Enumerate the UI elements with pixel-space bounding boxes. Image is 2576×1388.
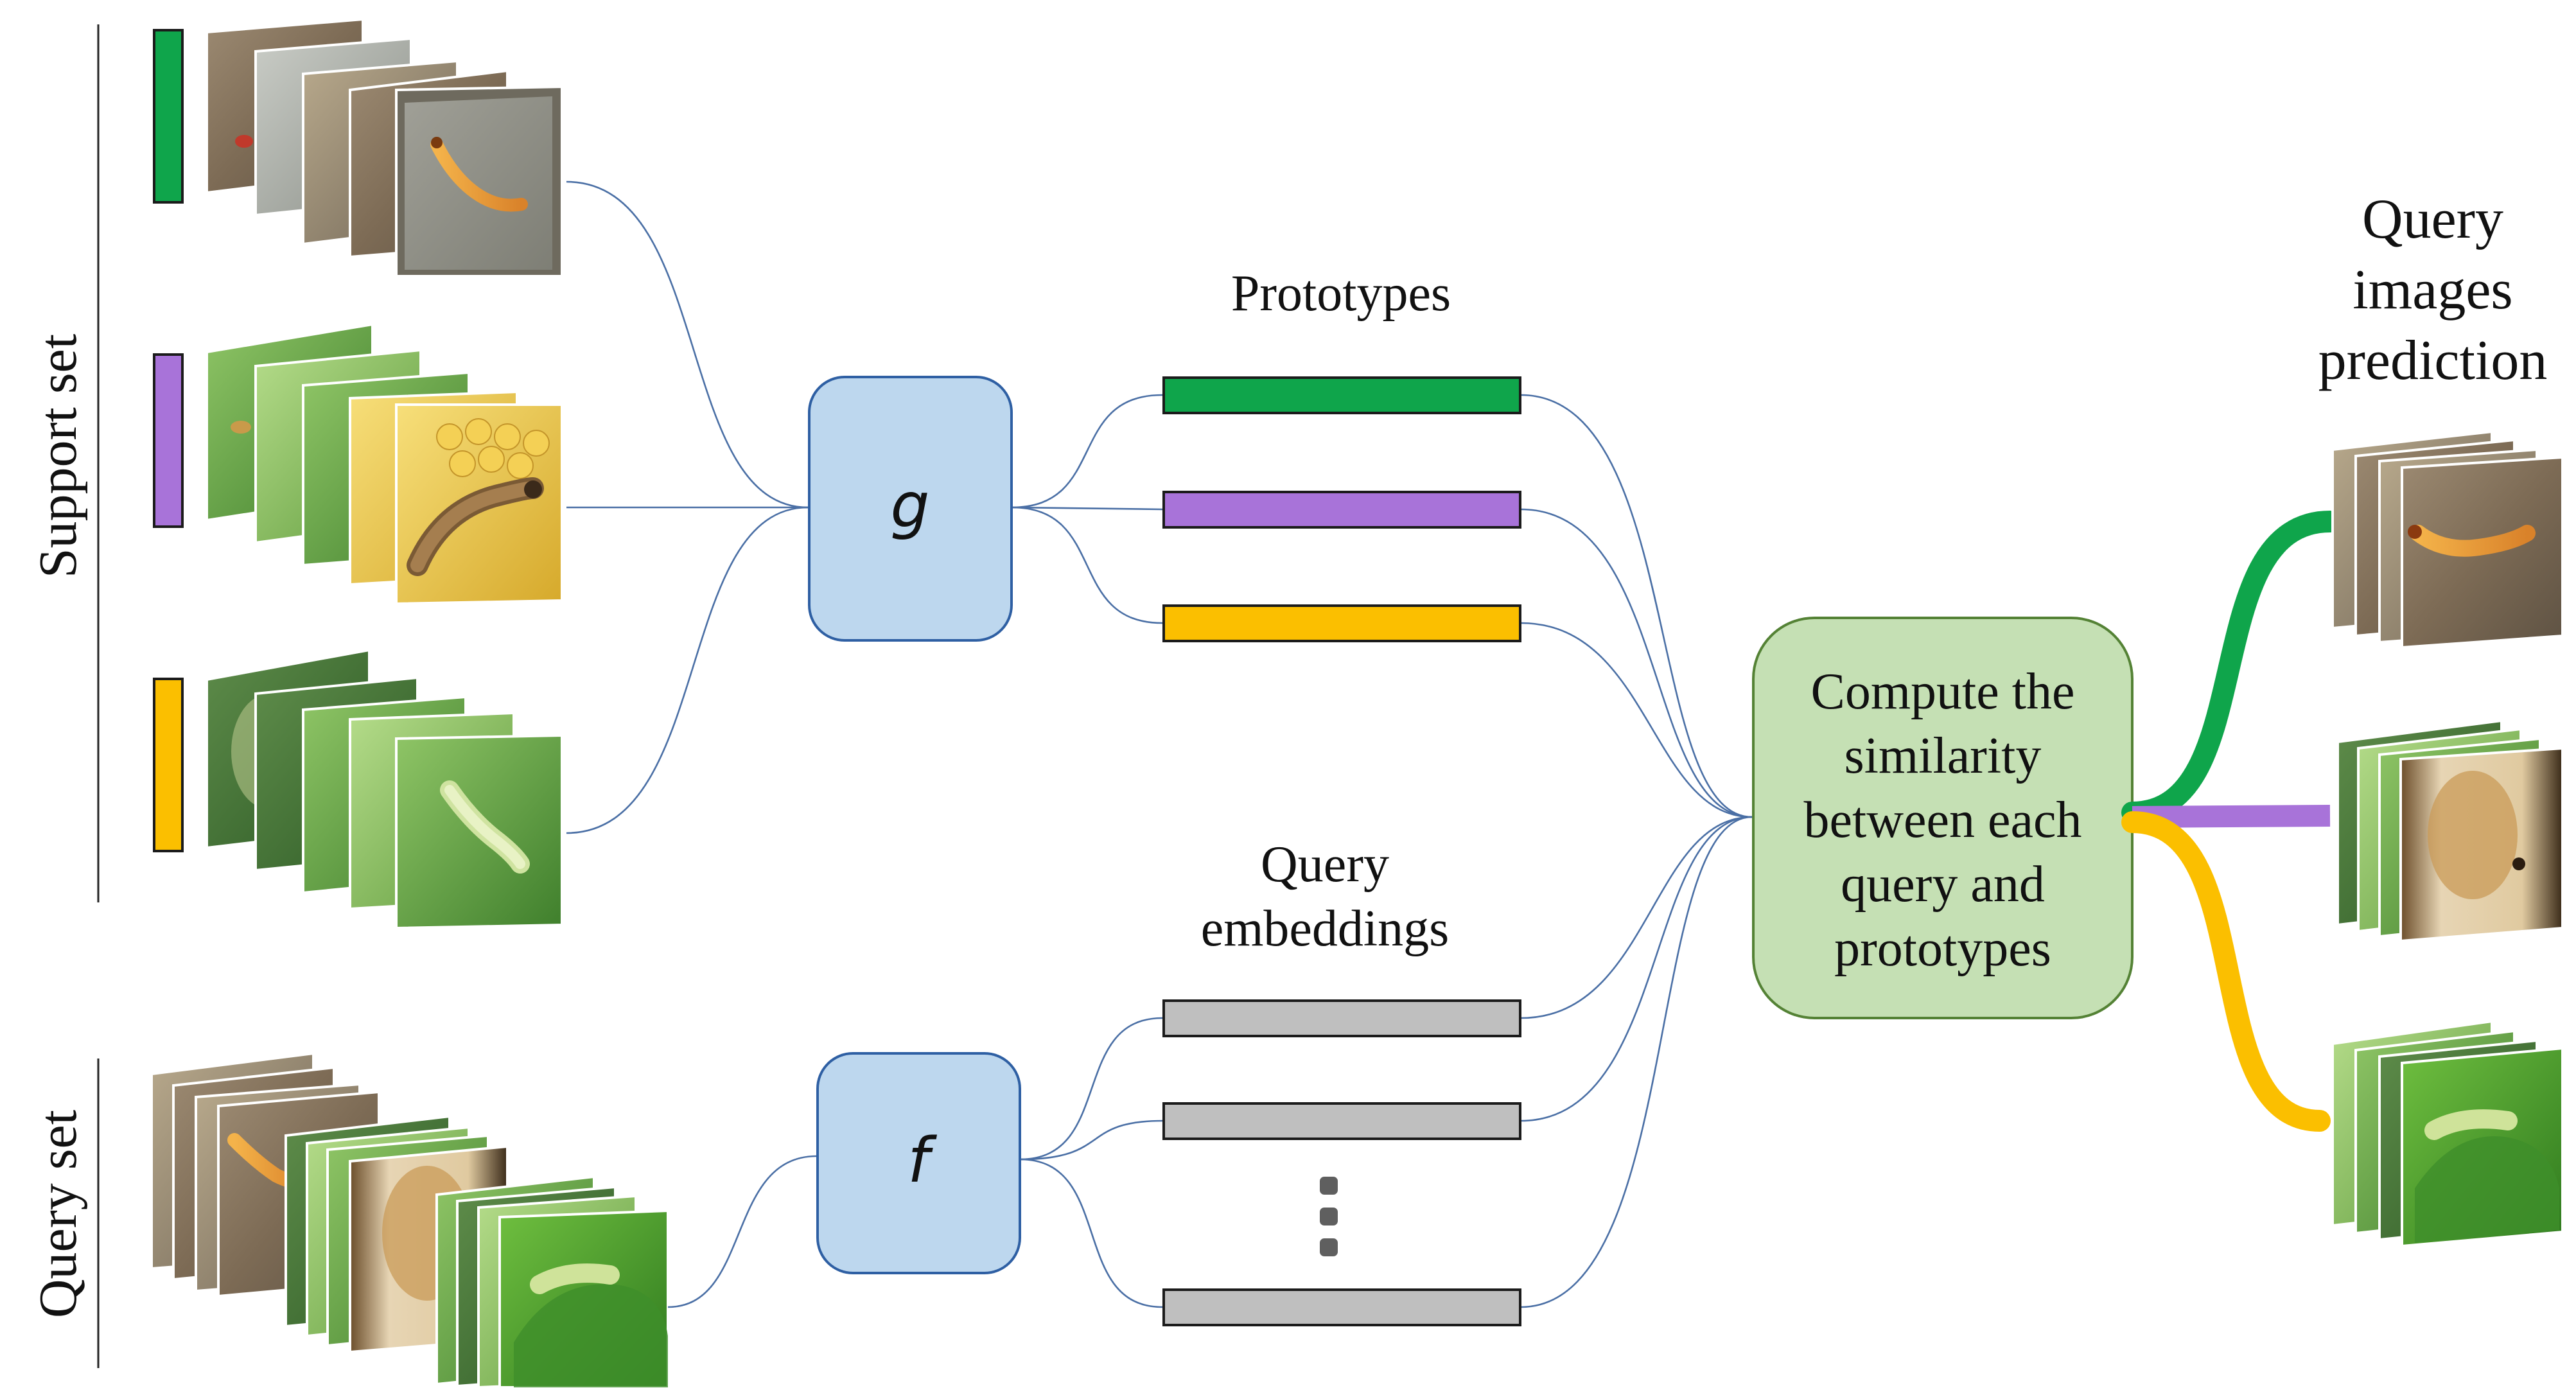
link-g-to-prototype-2 <box>1011 506 1163 511</box>
support-class-2-image-stack <box>206 322 563 606</box>
prediction-heading-line-1: Query <box>2362 188 2503 250</box>
similarity-text-line-3: between each <box>1803 792 2081 848</box>
link-g-to-prototype-3 <box>1011 506 1163 624</box>
support-class-3-bar <box>153 678 184 852</box>
ellipsis-dots <box>1320 1177 1338 1256</box>
prediction-heading-line-2: images <box>2353 259 2512 321</box>
prototype-bar-class-3 <box>1162 604 1521 642</box>
similarity-text-line-5: prototypes <box>1834 920 2051 977</box>
link-g-to-prototype-1 <box>1011 394 1163 509</box>
predicted-class-2-image-stack <box>2336 719 2564 943</box>
link-f-to-embedding-3 <box>1019 1158 1163 1308</box>
prediction-link-class-1 <box>2121 511 2341 823</box>
link-embedding-1-to-similarity <box>1520 816 1753 1019</box>
link-support-1-to-g <box>566 180 809 509</box>
prediction-heading-line-3: prediction <box>2318 329 2548 392</box>
similarity-text-line-4: query and <box>1841 856 2045 913</box>
support-class-1-image-stack <box>206 17 563 277</box>
prediction-link-class-2 <box>2132 805 2331 828</box>
link-prototype-3-to-similarity <box>1520 622 1753 818</box>
link-embedding-3-to-similarity <box>1520 816 1753 1308</box>
predicted-class-3-image-stack <box>2331 1019 2564 1248</box>
link-query-set-to-f <box>667 1155 818 1308</box>
support-class-1-bar <box>153 29 184 204</box>
link-prototype-1-to-similarity <box>1520 394 1753 818</box>
link-support-3-to-g <box>566 506 809 834</box>
link-f-to-embedding-2 <box>1019 1120 1163 1161</box>
support-class-3-image-stack <box>206 648 563 930</box>
encoder-g-label: g <box>891 470 930 541</box>
encoder-g-node: g <box>808 376 1013 642</box>
support-class-2-bar <box>153 353 184 528</box>
query-set-label: Query set <box>28 1110 88 1318</box>
similarity-text-line-2: similarity <box>1844 728 2042 784</box>
query-embedding-bar-2 <box>1162 1102 1521 1140</box>
similarity-node: Compute the similarity between each quer… <box>1752 617 2134 1019</box>
query-embedding-bar-1 <box>1162 999 1521 1037</box>
prototype-bar-class-2 <box>1162 491 1521 529</box>
query-set-image-stack <box>150 1051 669 1388</box>
link-f-to-embedding-1 <box>1019 1017 1163 1161</box>
prototypes-heading: Prototypes <box>1231 265 1451 322</box>
support-set-label: Support set <box>28 334 88 578</box>
prototype-bar-class-1 <box>1162 376 1521 414</box>
prediction-link-class-3 <box>2121 811 2331 1132</box>
encoder-f-node: f <box>816 1052 1021 1274</box>
link-embedding-2-to-similarity <box>1520 816 1753 1122</box>
query-embedding-bar-3 <box>1162 1288 1521 1326</box>
similarity-text-line-1: Compute the <box>1810 663 2074 720</box>
query-embeddings-heading-line-1: Query <box>1261 836 1389 893</box>
predicted-class-1-image-stack <box>2331 430 2564 649</box>
link-prototype-2-to-similarity <box>1520 508 1753 818</box>
query-embeddings-heading-line-2: embeddings <box>1201 900 1450 957</box>
